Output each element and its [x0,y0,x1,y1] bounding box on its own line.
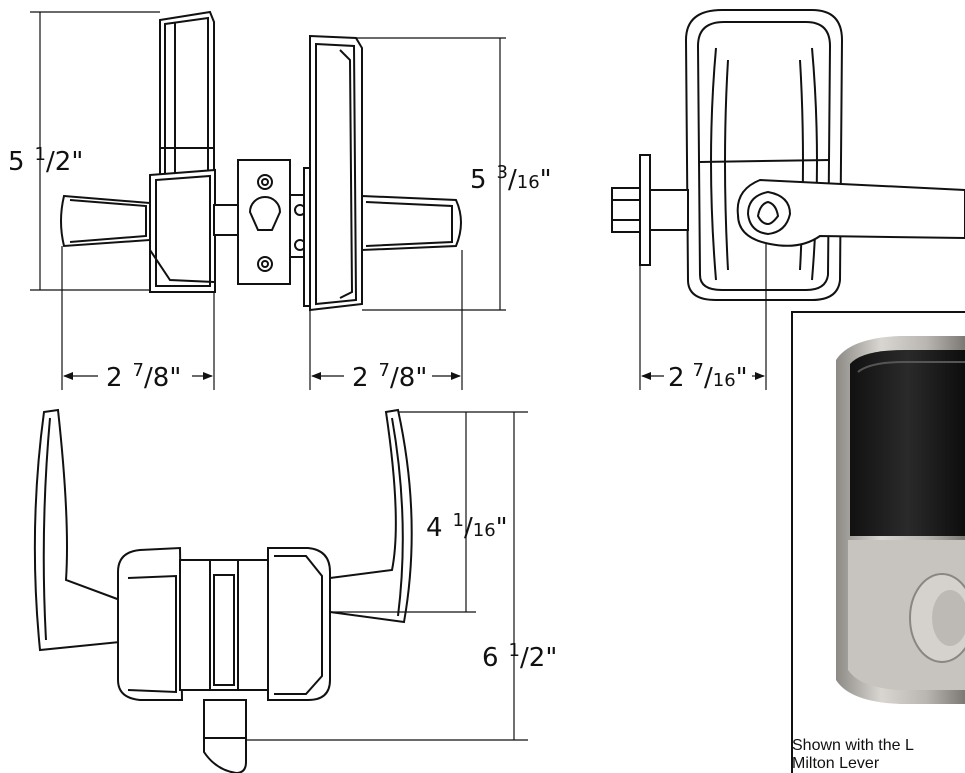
photo-caption: Shown with the L Milton Lever [792,737,965,773]
dimension-lines [30,11,767,741]
latch-plate [237,159,309,285]
product-photo-inset [791,311,965,773]
caption-line-1: Shown with the L [792,737,914,754]
top-view [33,408,413,773]
interior-face-view [611,9,965,301]
interior-side-view [303,34,462,312]
caption-line-2: Milton Lever [792,755,880,772]
exterior-side-view [60,10,241,293]
